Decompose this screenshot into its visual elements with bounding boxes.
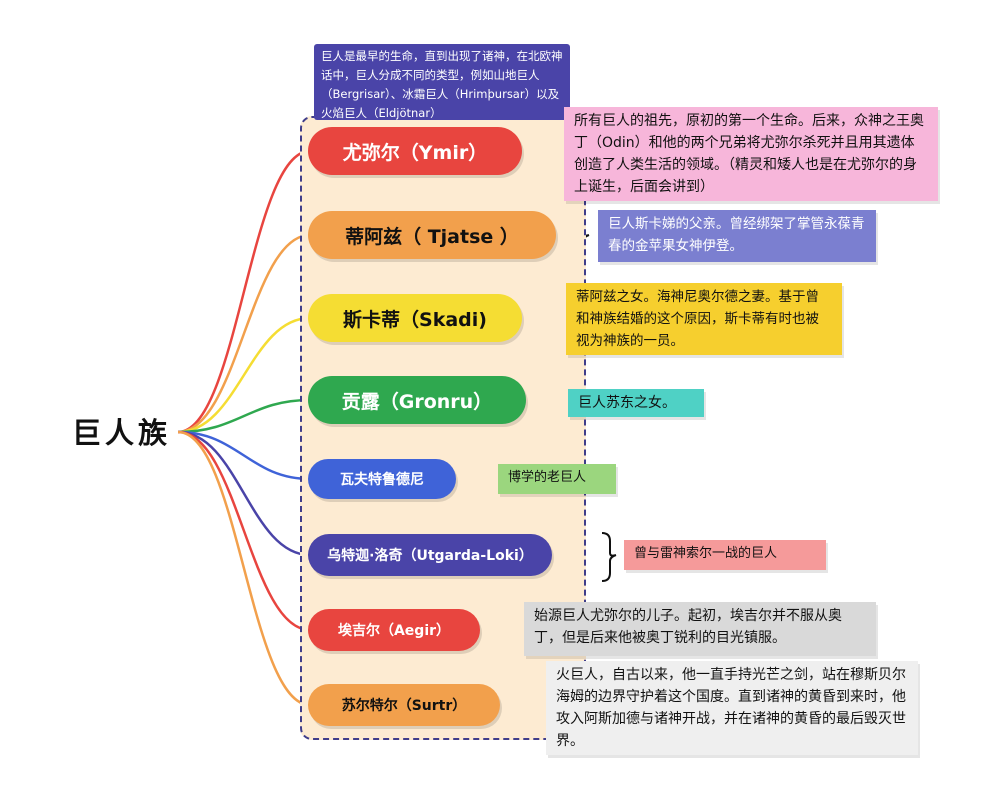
desc-skadi: 蒂阿兹之女。海神尼奥尔德之妻。基于曾和神族结婚的这个原因，斯卡蒂有时也被视为神族… xyxy=(566,283,842,355)
brace-icon xyxy=(601,532,617,582)
node-gronru[interactable]: 贡露（Gronru） xyxy=(308,376,526,424)
connector-line xyxy=(177,430,311,557)
desc-surtr: 火巨人，自古以来，他一直手持光芒之剑，站在穆斯贝尔海姆的边界守护着这个国度。直到… xyxy=(546,661,918,755)
node-utgarda-loki[interactable]: 乌特迦·洛奇（Utgarda-Loki） xyxy=(308,534,552,576)
node-aegir[interactable]: 埃吉尔（Aegir） xyxy=(308,609,480,651)
connector-line xyxy=(177,316,311,434)
desc-aegir: 始源巨人尤弥尔的儿子。起初，埃吉尔并不服从奥丁，但是后来他被奥丁锐利的目光镇服。 xyxy=(524,602,876,656)
connector-line xyxy=(177,149,311,434)
node-vafthrudnir[interactable]: 瓦夫特鲁德尼 xyxy=(308,459,456,499)
desc-gronru: 巨人苏东之女。 xyxy=(568,389,704,417)
node-tjatse[interactable]: 蒂阿兹（ Tjatse ） xyxy=(308,211,556,259)
intro-note: 巨人是最早的生命，直到出现了诸神，在北欧神话中，巨人分成不同的类型，例如山地巨人… xyxy=(314,44,570,120)
connector-line xyxy=(177,398,311,434)
node-ymir[interactable]: 尤弥尔（Ymir） xyxy=(308,127,522,175)
node-surtr[interactable]: 苏尔特尔（Surtr） xyxy=(308,684,500,726)
connector-line xyxy=(177,430,311,707)
root-title: 巨人族 xyxy=(72,416,172,450)
connector-line xyxy=(177,430,311,481)
connector-line xyxy=(177,233,311,434)
desc-ymir: 所有巨人的祖先，原初的第一个生命。后来，众神之王奥丁（Odin）和他的两个兄弟将… xyxy=(564,107,938,201)
desc-vafthrudnir: 博学的老巨人 xyxy=(498,464,616,494)
desc-tjatse: 巨人斯卡娣的父亲。曾经绑架了掌管永葆青春的金苹果女神伊登。 xyxy=(598,210,876,262)
connector-line xyxy=(177,430,311,632)
node-skadi[interactable]: 斯卡蒂（Skadi) xyxy=(308,294,522,342)
desc-utgarda-loki: 曾与雷神索尔一战的巨人 xyxy=(624,540,826,570)
